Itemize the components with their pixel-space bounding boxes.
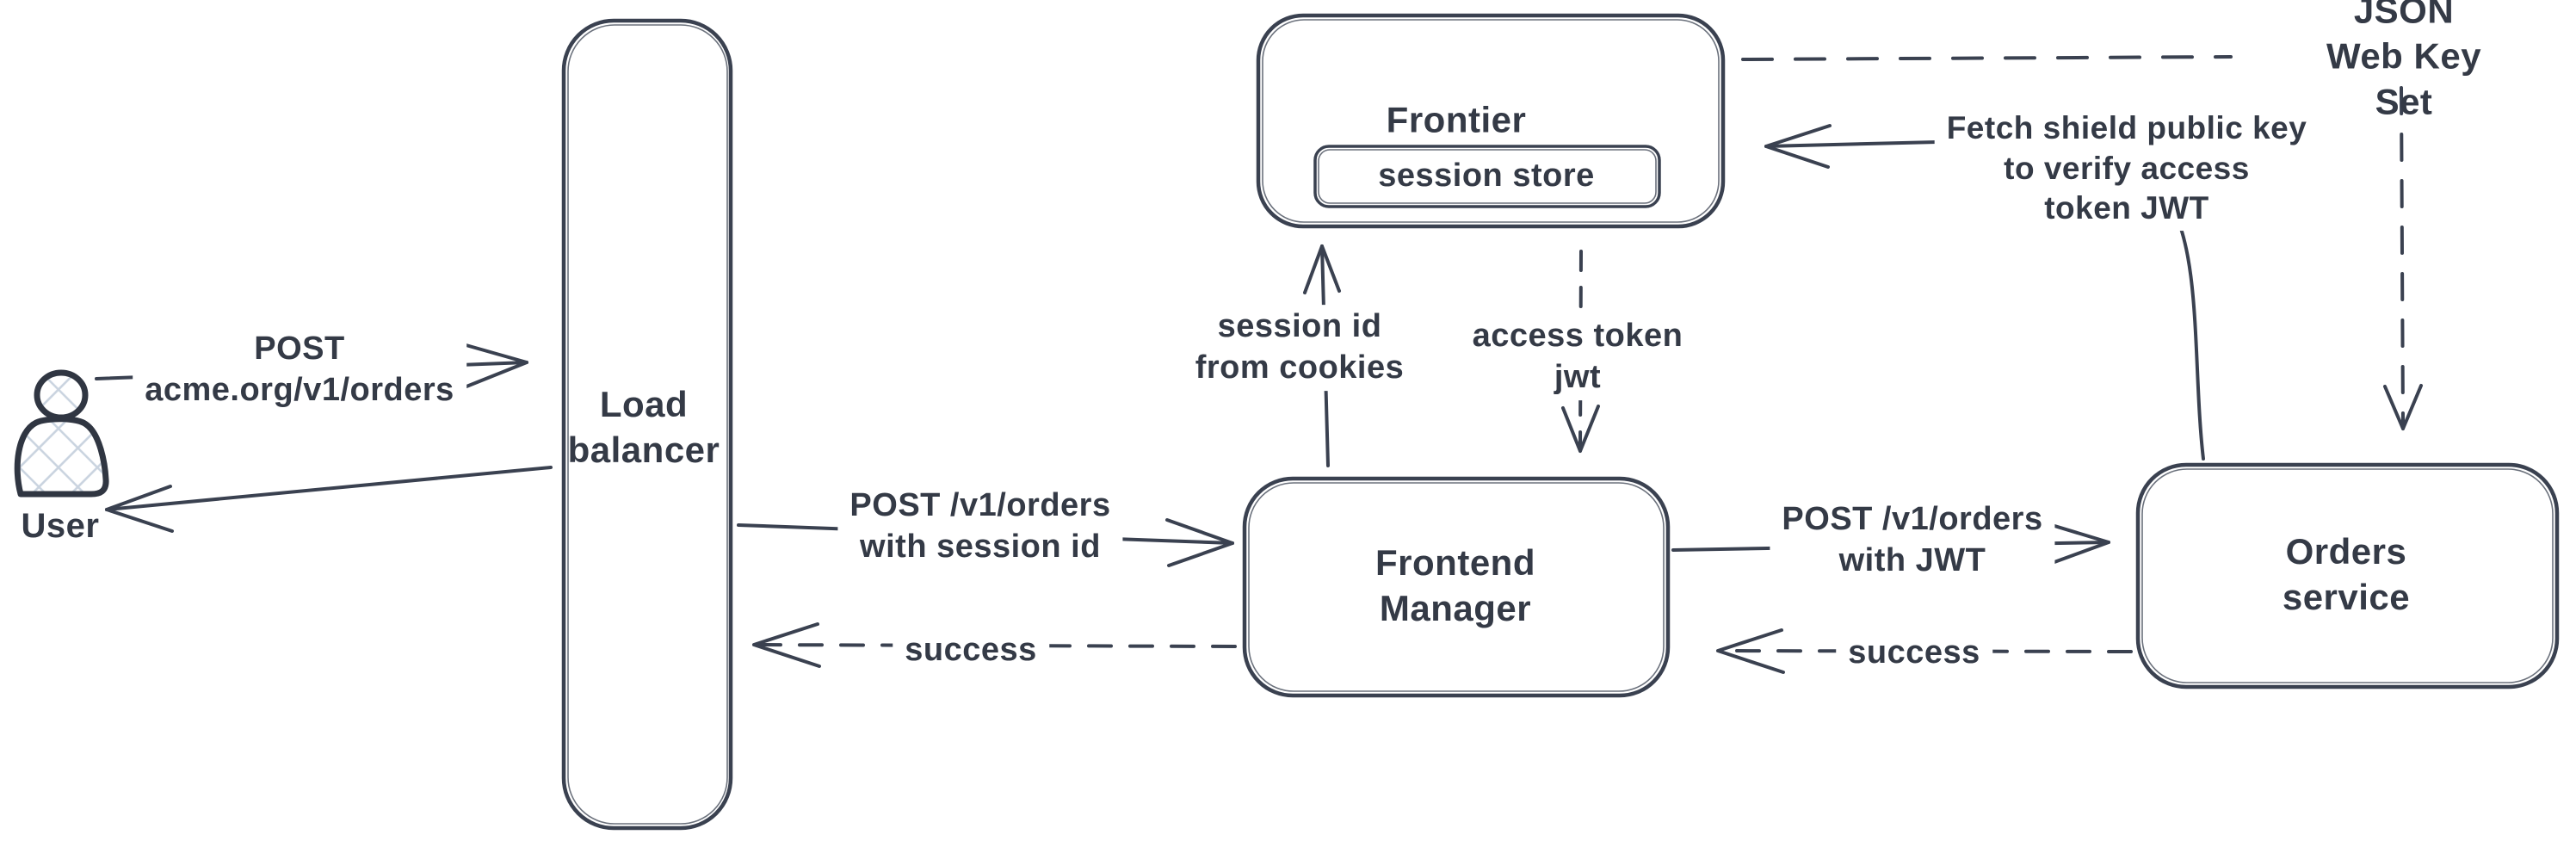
session-store-box-sketch bbox=[1318, 149, 1657, 204]
frontier-label: Frontier bbox=[1386, 99, 1527, 140]
orders-service-box bbox=[2135, 462, 2560, 689]
edge-label-access-token: access token jwt bbox=[1460, 314, 1696, 400]
frontend-manager-box-sketch bbox=[1248, 482, 1665, 692]
edge-label-fm-to-lb-success: success bbox=[893, 628, 1049, 673]
session-store-label: session store bbox=[1378, 158, 1595, 195]
line-frontier-to-jwks bbox=[1741, 55, 2233, 61]
load-balancer-box bbox=[561, 18, 733, 831]
arrowhead-orders-to-frontier bbox=[1764, 124, 1832, 169]
arrowhead-fm-to-lb-success bbox=[752, 622, 821, 668]
edge-label-session-id: session id from cookies bbox=[1183, 305, 1417, 391]
load-balancer-box-sketch bbox=[567, 24, 728, 825]
arrowhead-user-to-lb bbox=[461, 343, 528, 388]
arrowhead-fm-to-frontier bbox=[1303, 244, 1341, 294]
orders-service-label: Orders service bbox=[2282, 531, 2411, 617]
load-balancer-label: Load balancer bbox=[567, 384, 720, 470]
edge-label-fm-to-orders: POST /v1/orders with JWT bbox=[1770, 498, 2055, 584]
session-store-box bbox=[1313, 145, 1661, 208]
user-head-icon bbox=[34, 369, 89, 421]
arrow-jwks-to-orders bbox=[2400, 86, 2405, 425]
edge-label-orders-to-fm-success: success bbox=[1836, 631, 1992, 676]
arrowhead-jwks-to-orders bbox=[2383, 384, 2423, 430]
arrowhead-lb-to-fm bbox=[1165, 518, 1234, 567]
arrow-lb-to-user bbox=[105, 466, 553, 511]
frontend-manager-box bbox=[1242, 476, 1671, 698]
arrow-frontier-to-fm bbox=[1578, 250, 1583, 448]
edge-label-lb-to-fm: POST /v1/orders with session id bbox=[837, 484, 1123, 570]
edge-label-fetch-public-key: Fetch shield public key to verify access… bbox=[1934, 107, 2320, 231]
arrowhead-orders-to-fm-success bbox=[1716, 628, 1785, 674]
arrowhead-frontier-to-fm bbox=[1561, 405, 1600, 453]
orders-service-box-sketch bbox=[2141, 468, 2554, 683]
jwks-label: JSON Web Key Set bbox=[2326, 0, 2482, 122]
frontier-box-sketch bbox=[1262, 19, 1720, 223]
edge-label-user-to-lb: POST acme.org/v1/orders bbox=[133, 327, 466, 413]
arrowhead-lb-to-user bbox=[105, 485, 174, 533]
user-label: User bbox=[21, 506, 100, 545]
frontend-manager-label: Frontend Manager bbox=[1375, 542, 1535, 628]
user-body-icon bbox=[14, 416, 109, 498]
